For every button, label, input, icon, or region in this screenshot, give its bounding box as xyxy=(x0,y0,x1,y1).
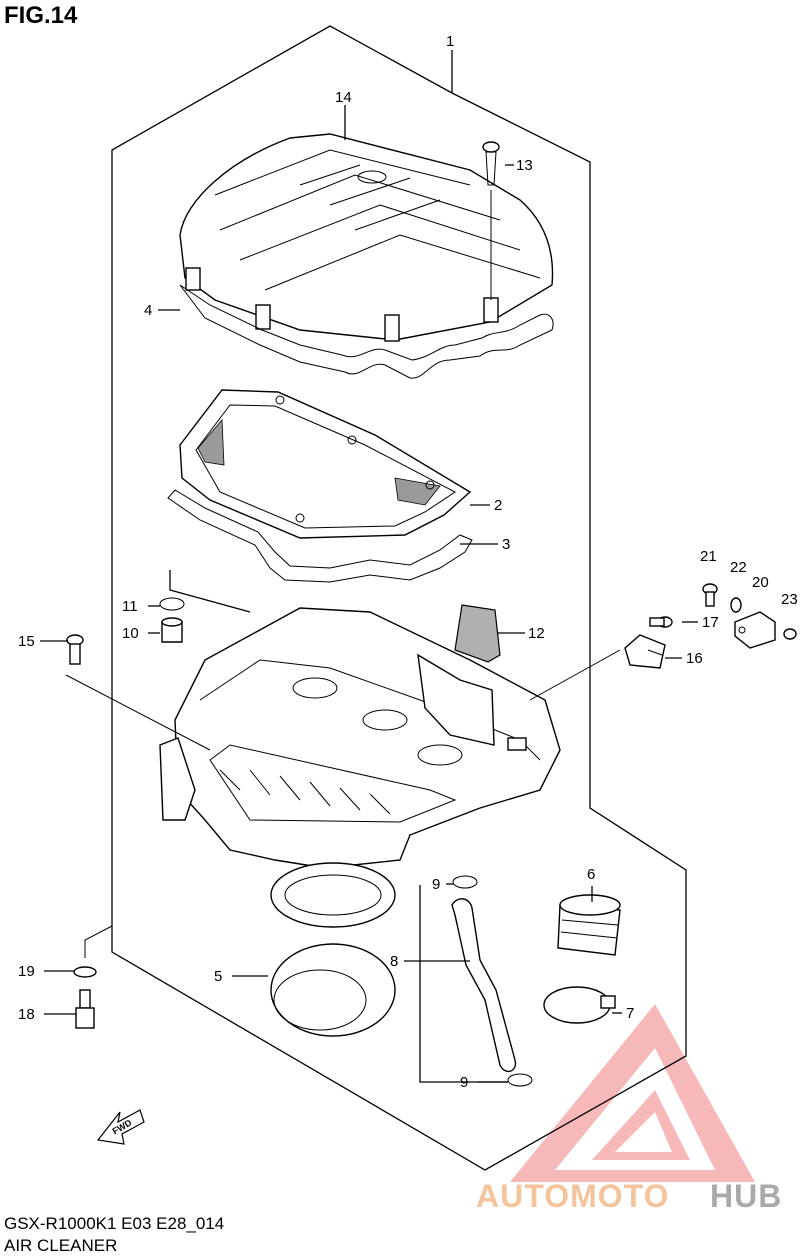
callout-16: 16 xyxy=(686,650,703,667)
clip-11 xyxy=(159,597,185,611)
nut-23-icon xyxy=(783,628,797,640)
callout-9-lower: 9 xyxy=(460,1074,468,1091)
callout-9-upper: 9 xyxy=(432,876,440,893)
callout-5: 5 xyxy=(214,968,222,985)
callout-15: 15 xyxy=(18,633,35,650)
callout-17: 17 xyxy=(702,614,719,631)
bolt-21-icon xyxy=(702,583,718,607)
callout-20: 20 xyxy=(752,574,769,591)
fwd-arrow-icon xyxy=(96,1109,145,1145)
watermark-text-hub: HUB xyxy=(710,1178,783,1214)
air-cleaner-cap xyxy=(179,133,554,342)
callout-4: 4 xyxy=(144,302,152,319)
screw-13-icon xyxy=(482,141,500,186)
callout-7: 7 xyxy=(626,1005,634,1022)
drain-hose xyxy=(451,898,517,1073)
callout-18: 18 xyxy=(18,1006,35,1023)
bolt-15-icon xyxy=(66,634,84,665)
clip-upper xyxy=(452,875,478,889)
callout-2: 2 xyxy=(494,497,502,514)
callout-23: 23 xyxy=(781,591,798,608)
callout-8: 8 xyxy=(390,953,398,970)
watermark-logo-icon xyxy=(510,1004,755,1182)
section-name: AIR CLEANER xyxy=(4,1236,118,1255)
assembly-outline xyxy=(111,25,687,1171)
callout-21: 21 xyxy=(700,548,717,565)
callout-6: 6 xyxy=(587,866,595,883)
intake-funnel-seal xyxy=(270,862,396,1037)
callout-1: 1 xyxy=(446,33,454,50)
callout-13: 13 xyxy=(516,157,533,174)
cap-seal xyxy=(179,284,554,379)
clip-lower xyxy=(507,1073,533,1087)
figure-title: FIG.14 xyxy=(4,2,78,29)
drain-coupling xyxy=(557,894,621,956)
air-cleaner-element xyxy=(179,389,472,539)
washer-19-icon xyxy=(73,966,97,978)
hose-clamp xyxy=(543,986,611,1024)
callout-19: 19 xyxy=(18,963,35,980)
sensor-bracket-20 xyxy=(734,611,776,649)
watermark-text-automoto: AUTOMOTO xyxy=(476,1178,670,1214)
element-seal xyxy=(167,489,473,583)
bolt-17-icon xyxy=(649,616,673,628)
iat-sensor xyxy=(624,634,666,669)
callout-12: 12 xyxy=(528,625,545,642)
callout-11: 11 xyxy=(122,598,138,615)
leader-lines xyxy=(40,105,698,1083)
air-cleaner-case xyxy=(159,607,561,869)
callout-10: 10 xyxy=(122,625,139,642)
screen xyxy=(454,604,501,663)
model-code: GSX-R1000K1 E03 E28_014 xyxy=(4,1214,225,1233)
callout-14: 14 xyxy=(335,89,352,106)
callout-3: 3 xyxy=(502,536,510,553)
washer-22-icon xyxy=(730,597,742,613)
callout-22: 22 xyxy=(730,559,747,576)
fitting-18-icon xyxy=(75,989,95,1029)
